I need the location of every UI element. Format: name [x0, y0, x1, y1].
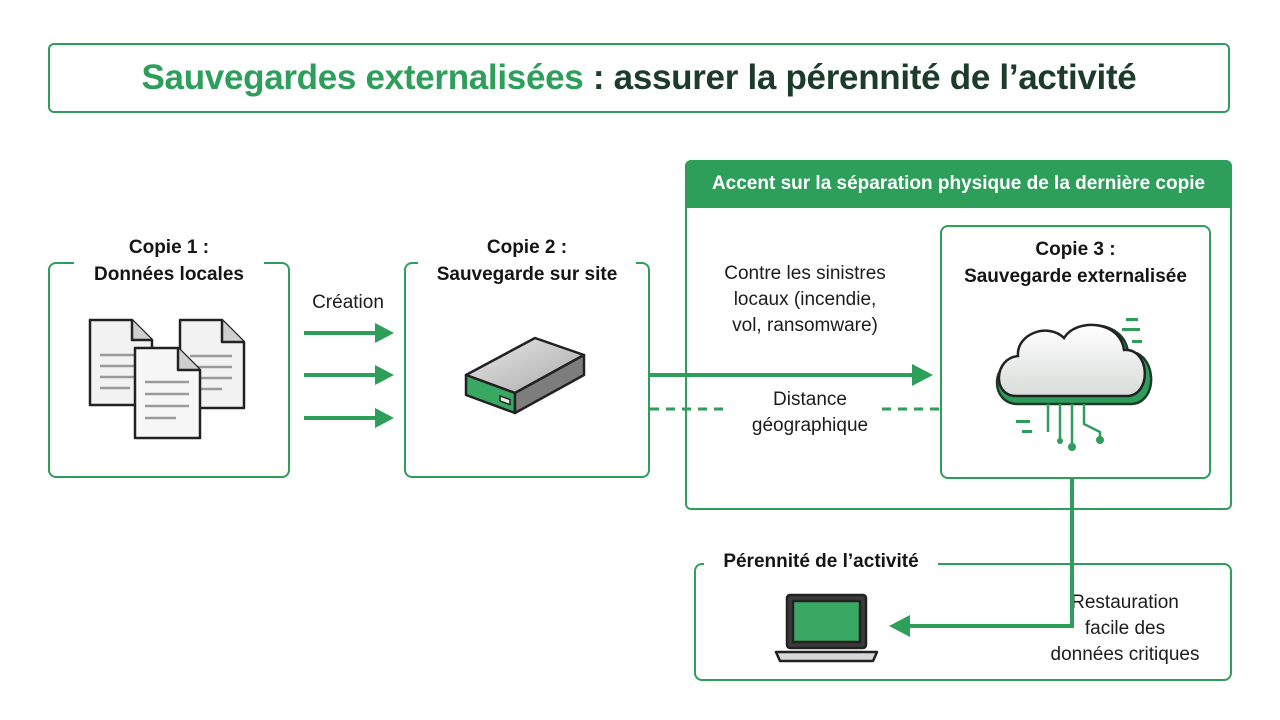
continuity-label: Pérennité de l’activité	[704, 548, 938, 575]
restore-arrow	[889, 479, 1074, 637]
copy2-label: Copie 2 : Sauvegarde sur site	[418, 234, 636, 288]
threat-line2: locaux (incendie,	[733, 289, 877, 310]
threat-line1: Contre les sinistres	[724, 263, 886, 284]
copy3-subtitle: Sauvegarde externalisée	[964, 266, 1187, 287]
threat-text: Contre les sinistres locaux (incendie, v…	[700, 261, 910, 339]
offsite-banner: Accent sur la séparation physique de la …	[686, 160, 1231, 208]
laptop-icon	[774, 593, 879, 663]
copy1-subtitle: Données locales	[94, 264, 244, 285]
restore-line3: données critiques	[1050, 644, 1200, 665]
copy2-subtitle: Sauvegarde sur site	[436, 264, 618, 285]
title-accent: Sauvegardes externalisées	[141, 58, 584, 97]
distance-line1: Distance	[773, 389, 847, 410]
copy3-title: Copie 3 :	[1035, 239, 1116, 260]
creation-arrows	[304, 323, 394, 428]
creation-label: Création	[312, 292, 384, 313]
copy1-title: Copie 1 :	[128, 237, 210, 258]
restore-line1: Restauration	[1071, 592, 1179, 613]
copy2-title: Copie 2 :	[486, 237, 568, 258]
offsite-transfer-arrow	[650, 364, 933, 386]
restore-text: Restauration facile des données critique…	[1030, 590, 1220, 668]
threat-line3: vol, ransomware)	[732, 315, 878, 336]
cloud-icon	[995, 318, 1153, 451]
distance-text: Distance géographique	[730, 387, 890, 439]
hard-drive-icon	[464, 336, 586, 415]
title-rest: : assurer la pérennité de l’activité	[583, 58, 1137, 97]
distance-line2: géographique	[751, 415, 869, 436]
title-box: Sauvegardes externalisées : assurer la p…	[48, 43, 1230, 113]
documents-icon	[88, 318, 246, 440]
copy3-label: Copie 3 : Sauvegarde externalisée	[948, 236, 1203, 290]
copy1-label: Copie 1 : Données locales	[74, 234, 264, 288]
restore-line2: facile des	[1084, 618, 1166, 639]
